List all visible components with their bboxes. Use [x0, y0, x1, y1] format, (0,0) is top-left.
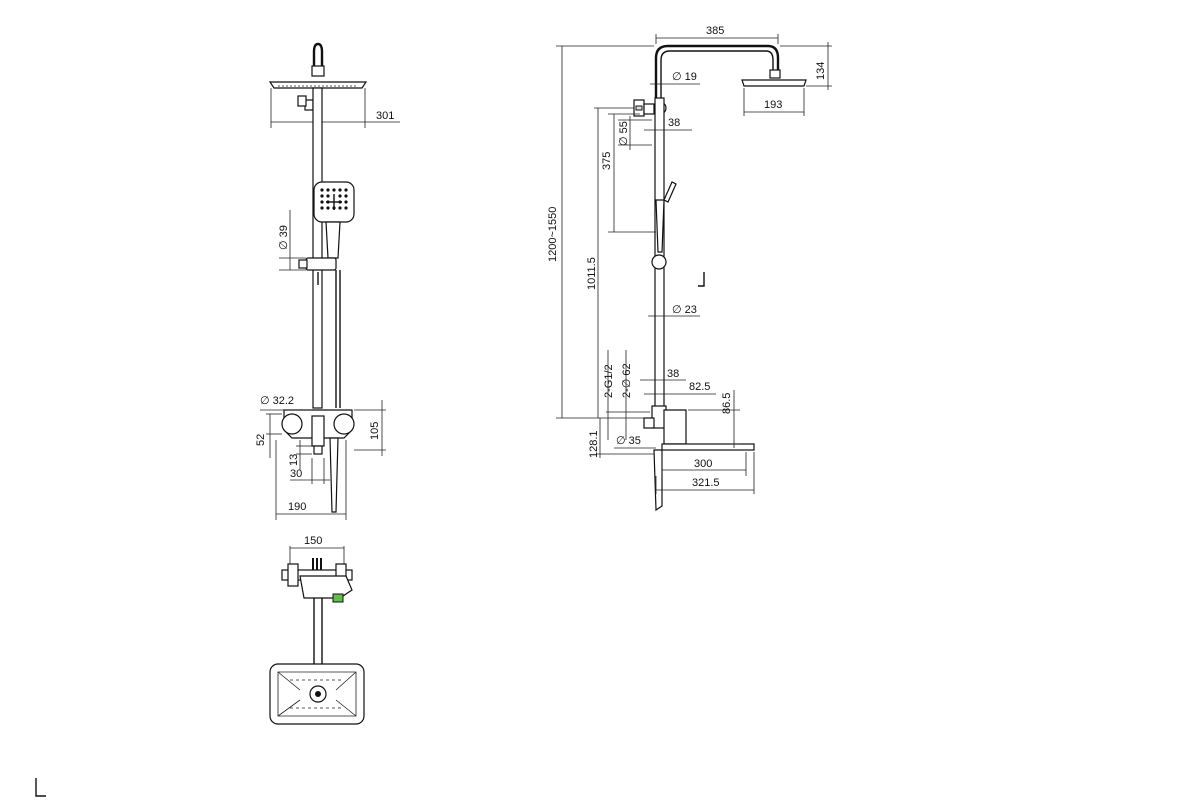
side-lower-height-label: 128.1 — [588, 430, 600, 458]
front-holder-dia-label: ∅ 39 — [278, 225, 290, 250]
side-rail-length-label: 1011.5 — [586, 257, 598, 290]
front-52-label: 52 — [255, 434, 267, 446]
front-outlet-dia-label: ∅ 32.2 — [260, 395, 294, 407]
side-mixer-depth-label: 82.5 — [689, 381, 710, 393]
side-bracket-offset-label: 38 — [668, 117, 680, 129]
side-spout-300-label: 300 — [694, 458, 712, 470]
side-spout-321-label: 321.5 — [692, 477, 720, 489]
front-head-width-label: 301 — [376, 110, 394, 122]
nozzle-dots — [320, 188, 348, 210]
side-mixer-height-label: 86.5 — [721, 393, 733, 414]
front-view: 301 ∅ 39 — [255, 42, 400, 520]
front-30-label: 30 — [290, 468, 302, 480]
side-bracket-drop-label: 375 — [601, 152, 613, 170]
side-head-depth-label: 193 — [764, 99, 782, 111]
front-13-label: 13 — [288, 454, 300, 466]
side-inlet-thread-label: 2-G1/2 — [603, 364, 615, 398]
top-view: 150 — [269, 535, 365, 725]
side-bracket-dia-label: ∅ 55 — [618, 121, 630, 146]
side-rail-dia-label: ∅ 23 — [672, 304, 697, 316]
green-indicator — [332, 593, 344, 603]
top-150-label: 150 — [304, 535, 322, 547]
side-view: 385 134 ∅ 19 193 ∅ 55 38 — [547, 25, 832, 512]
corner-mark — [35, 778, 46, 797]
side-height-range-label: 1200~1550 — [547, 207, 559, 262]
side-arm-dia-label: ∅ 19 — [672, 71, 697, 83]
side-head-height-label: 134 — [815, 62, 827, 80]
side-inlet-dia-label: 2-∅ 62 — [621, 363, 633, 398]
front-190-label: 190 — [288, 501, 306, 513]
front-105-label: 105 — [369, 422, 381, 440]
side-inlet-offset-label: 38 — [667, 368, 679, 380]
side-arm-reach-label: 385 — [706, 25, 724, 37]
side-spout-dia-label: ∅ 35 — [616, 435, 641, 447]
